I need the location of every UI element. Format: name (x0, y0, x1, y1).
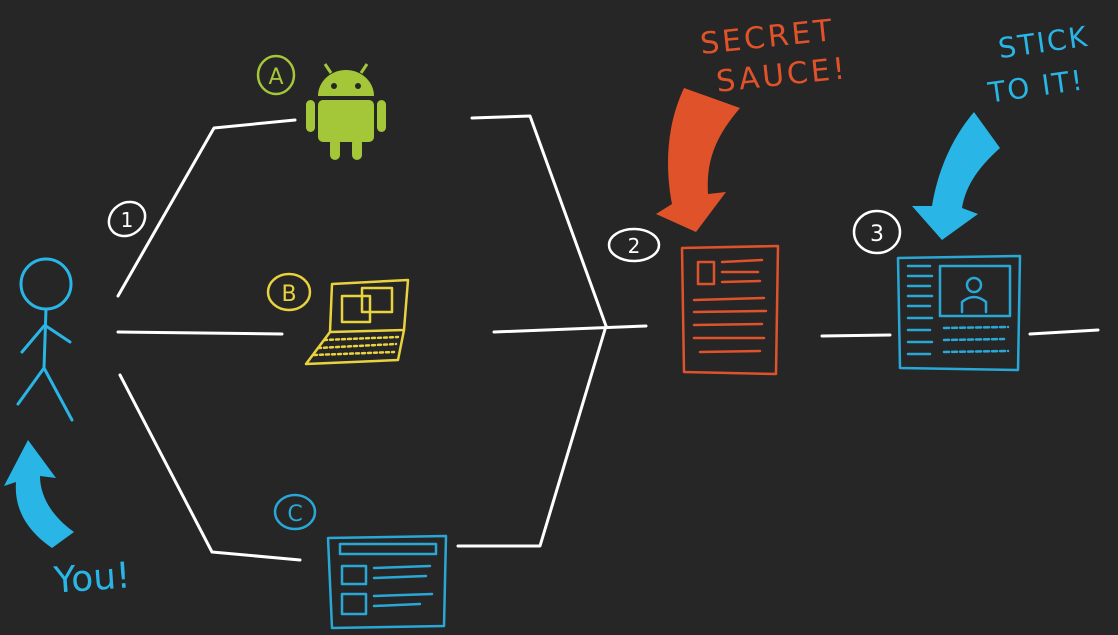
path-from-c (456, 324, 608, 548)
step-1-label: 1 (121, 208, 134, 232)
stick-to-it-arrow-icon (912, 112, 1000, 240)
stick-figure-icon (16, 257, 74, 422)
step-2-label: 2 (628, 234, 641, 258)
step-3-marker: 3 (852, 209, 902, 255)
path-to-a (116, 118, 297, 298)
profile-document-icon (896, 254, 1022, 372)
web-page-icon (326, 534, 448, 630)
android-robot-icon (306, 63, 386, 160)
laptop-icon (304, 278, 410, 366)
option-c-marker: C (273, 493, 317, 531)
you-label: You! (52, 555, 132, 602)
step-1-marker: 1 (107, 200, 147, 238)
path-from-a (470, 114, 608, 328)
option-c-label: C (287, 502, 302, 527)
path-2-to-3 (820, 333, 892, 338)
path-3-onward (1028, 328, 1100, 336)
you-arrow-icon (4, 440, 74, 548)
secret-sauce-arrow-icon (656, 88, 740, 232)
path-from-b (492, 324, 648, 334)
path-to-b (116, 330, 284, 336)
step-3-label: 3 (870, 222, 884, 247)
option-b-label: B (281, 282, 296, 307)
option-b-marker: B (266, 272, 312, 312)
resume-document-icon (680, 244, 780, 376)
option-a-label: A (268, 65, 283, 90)
option-a-marker: A (256, 54, 296, 96)
path-lines (116, 114, 1100, 562)
step-2-marker: 2 (607, 227, 661, 263)
path-to-c (118, 373, 302, 562)
